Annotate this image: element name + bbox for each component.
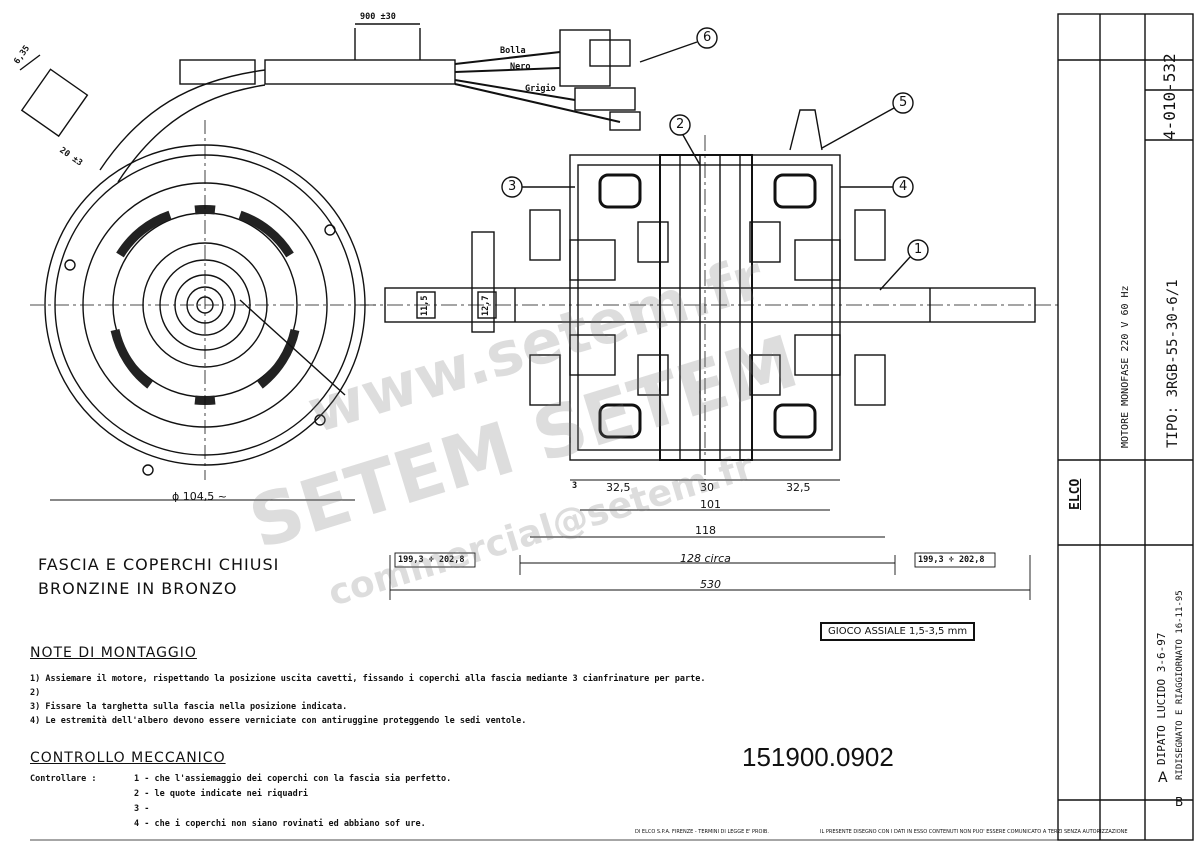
dim-gap: 3 bbox=[572, 481, 578, 491]
assembly-note-4: 4) Le estremità dell'albero devono esser… bbox=[30, 716, 527, 726]
dim-128: 128 circa bbox=[680, 552, 731, 565]
revision-a: A bbox=[1158, 770, 1168, 786]
footer-right: IL PRESENTE DISEGNO CON I DATI IN ESSO C… bbox=[820, 829, 1128, 835]
revision-a-text: DIPATO LUCIDO 3-6-97 bbox=[1155, 632, 1168, 765]
revision-b: B bbox=[1175, 795, 1184, 809]
mechanical-check-3: 3 - bbox=[134, 804, 150, 814]
dim-seg2: 30 bbox=[700, 481, 714, 494]
mechanical-check-heading: CONTROLLO MECCANICO bbox=[30, 750, 226, 766]
wire-label-2: Nero bbox=[510, 62, 531, 72]
motor-spec: MOTORE MONOFASE 220 V 60 Hz bbox=[1120, 285, 1131, 448]
mechanical-check-4: 4 - che i coperchi non siano rovinati ed… bbox=[134, 819, 426, 829]
callout-2: 2 bbox=[676, 117, 685, 132]
mechanical-check-1: 1 - che l'assiemaggio dei coperchi con l… bbox=[134, 774, 452, 784]
dim-shaft-dia2: 12,7 bbox=[481, 295, 491, 316]
callout-1: 1 bbox=[914, 242, 923, 257]
dim-shaft-left: 199,3 ÷ 202,8 bbox=[398, 555, 465, 565]
dim-shaft-right: 199,3 ÷ 202,8 bbox=[918, 555, 985, 565]
dim-101: 101 bbox=[700, 498, 721, 511]
mechanical-check-2: 2 - le quote indicate nei riquadri bbox=[134, 789, 308, 799]
dim-cable-length: 900 ±30 bbox=[360, 12, 396, 22]
motor-section bbox=[360, 109, 1060, 480]
cable-harness bbox=[179, 23, 641, 131]
assembly-note-1: 1) Assiemare il motore, rispettando la p… bbox=[30, 674, 706, 684]
callouts bbox=[501, 27, 929, 291]
motor-end-view bbox=[19, 54, 380, 480]
footer-left: DI ELCO S.P.A. FIRENZE - TERMINI DI LEGG… bbox=[635, 829, 769, 835]
dim-diameter: ϕ 104,5 ~ bbox=[172, 490, 227, 503]
dim-seg1: 32,5 bbox=[606, 481, 631, 494]
drawing-title-line2: BRONZINE IN BRONZO bbox=[38, 579, 238, 598]
drawing-number: 151900.0902 bbox=[742, 742, 894, 772]
revision-b-text: RIDISEGNATO E RIAGGIORNATO 16-11-95 bbox=[1175, 590, 1185, 780]
assembly-notes-heading: NOTE DI MONTAGGIO bbox=[30, 645, 197, 661]
assembly-note-2: 2) bbox=[30, 688, 41, 698]
motor-type: TIPO: 3RGB-55-30-6/1 bbox=[1165, 279, 1181, 448]
callout-6: 6 bbox=[703, 30, 712, 45]
dim-118: 118 bbox=[695, 524, 716, 537]
wire-label-1: Bolla bbox=[500, 46, 526, 56]
dim-seg3: 32,5 bbox=[786, 481, 811, 494]
brand-logo: ELCO bbox=[1068, 478, 1083, 510]
mechanical-check-label: Controllare : bbox=[30, 774, 97, 784]
drawing-title-line1: FASCIA E COPERCHI CHIUSI bbox=[38, 555, 280, 574]
dim-530: 530 bbox=[700, 578, 721, 591]
assembly-note-3: 3) Fissare la targhetta sulla fascia nel… bbox=[30, 702, 348, 712]
dimension-lines bbox=[50, 479, 1031, 600]
callout-3: 3 bbox=[508, 179, 517, 194]
wire-label-3: Grigio bbox=[525, 84, 556, 94]
callout-5: 5 bbox=[899, 95, 908, 110]
axial-play-box: GIOCO ASSIALE 1,5-3,5 mm bbox=[820, 622, 976, 641]
callout-4: 4 bbox=[899, 179, 908, 194]
part-number: 4-010-532 bbox=[1160, 53, 1179, 140]
dim-shaft-dia1: 11,5 bbox=[420, 295, 430, 316]
